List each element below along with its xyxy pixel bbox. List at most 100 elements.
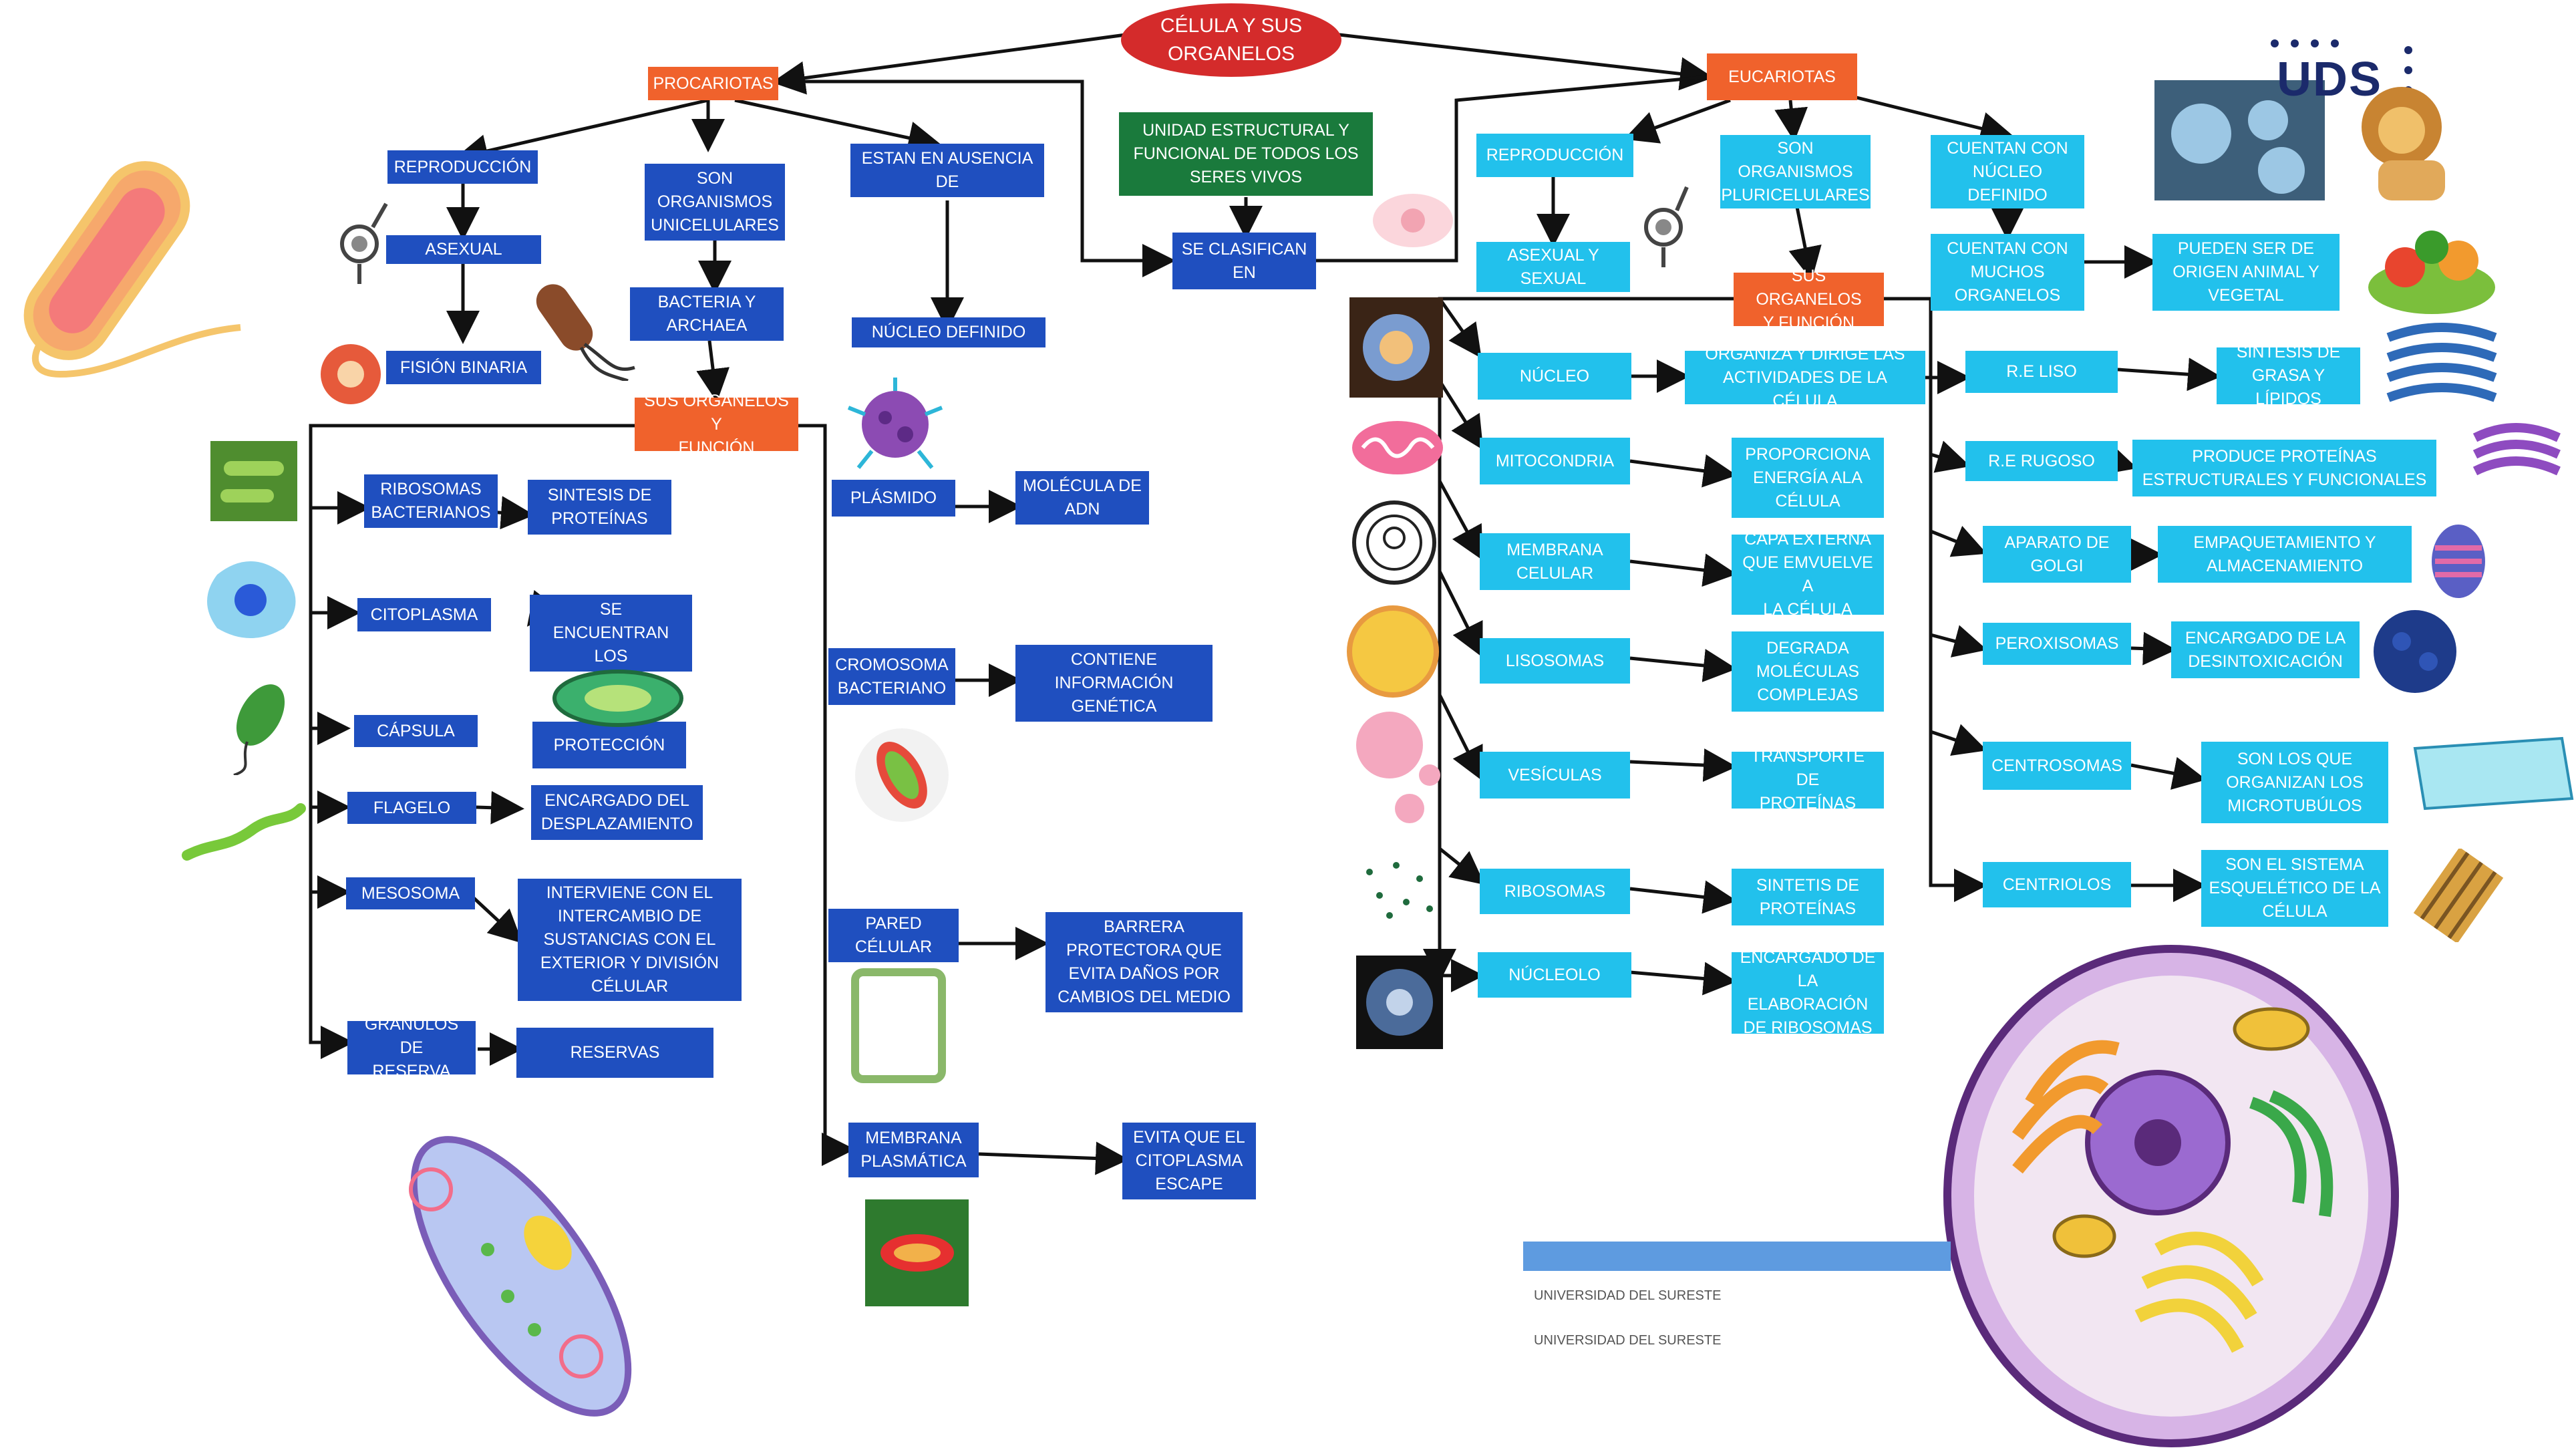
proc-pared-node: PARED CÉLULAR xyxy=(828,909,959,962)
euc-mitocondria-node: MITOCONDRIA xyxy=(1480,438,1630,484)
flagellated-bacterium-icon xyxy=(536,284,635,381)
plasmid-virus-icon xyxy=(847,378,943,469)
golgi-icon xyxy=(2472,423,2561,476)
euc-pluricelulares-node: SON ORGANISMOS PLURICELULARES xyxy=(1720,135,1871,208)
vesicle-icon xyxy=(1356,712,1440,823)
footer-line-1: UNIVERSIDAD DEL SURESTE xyxy=(1534,1288,1722,1303)
euc-vesiculas-func-node: TRANSPORTE DE PROTEÍNAS xyxy=(1732,747,1884,813)
endoplasmic-reticulum-icon xyxy=(2386,323,2497,402)
membrane-bacterium-icon xyxy=(865,1199,969,1306)
lysosome-icon xyxy=(1347,605,1439,698)
euc-centriolos-node: CENTRIOLOS xyxy=(1983,862,2131,907)
cells-photo-icon xyxy=(2154,80,2325,200)
euc-ribosomas-node: RIBOSOMAS xyxy=(1480,869,1630,914)
euc-golgi-func-node: EMPAQUETAMIENTO Y ALMACENAMIENTO xyxy=(2158,526,2412,583)
proc-asexual-node: ASEXUAL xyxy=(386,235,541,264)
bacterium-illustration xyxy=(23,161,241,378)
uds-logo xyxy=(2255,37,2428,130)
rough-er-icon xyxy=(2432,525,2485,598)
proc-plasmido-func-node: MOLÉCULA DE ADN xyxy=(1015,471,1149,525)
euc-nucleo-definido-node: CUENTAN CON NÚCLEO DEFINIDO xyxy=(1931,135,2084,208)
proc-flagelo-func-node: ENCARGADO DEL DESPLAZAMIENTO xyxy=(531,785,703,840)
proc-organelos-node: SUS ORGANELOS Y FUNCIÓN xyxy=(635,392,798,457)
proc-pared-func-node: BARRERA PROTECTORA QUE EVITA DAÑOS POR C… xyxy=(1045,912,1243,1012)
proc-citoplasma-func-node: LIQUIDO DONDE SE ENCUENTRAN LOS ORGANELO… xyxy=(530,577,692,689)
vegetables-icon xyxy=(2368,231,2495,314)
eucariotas-node: EUCARIOTAS xyxy=(1707,53,1857,100)
euc-asexual-node: ASEXUAL Y SEXUAL xyxy=(1476,242,1630,292)
euc-lisosomas-func-node: DEGRADA MOLÉCULAS COMPLEJAS xyxy=(1732,631,1884,712)
euc-centrosomas-func-node: SON LOS QUE ORGANIZAN LOS MICROTUBÚLOS xyxy=(2201,742,2388,823)
peroxisome-icon xyxy=(2374,610,2456,693)
euc-organelos-node: SUS ORGANELOS Y FUNCIÓN xyxy=(1734,267,1884,332)
eukaryote-cell-small-icon xyxy=(1373,194,1453,247)
proc-nucleo-definido-node: NÚCLEO DEFINIDO xyxy=(852,317,1045,347)
paramecium-illustration xyxy=(409,1136,632,1417)
microscope-icon xyxy=(340,202,388,284)
euc-lisosomas-node: LISOSOMAS xyxy=(1480,638,1630,684)
proc-mesosoma-func-node: INTERVIENE CON EL INTERCAMBIO DE SUSTANC… xyxy=(518,879,742,1001)
ribosome-icon xyxy=(1366,862,1433,919)
title-node: CÉLULA Y SUS ORGANELOS xyxy=(1121,3,1341,77)
animal-cell-illustration xyxy=(1943,945,2399,1447)
protection-cell-icon xyxy=(552,670,683,727)
proc-granulos-node: GRÁNULOS DE RESERVA xyxy=(347,1015,476,1080)
euc-vesiculas-node: VESÍCULAS xyxy=(1480,752,1630,799)
proc-capsula-func-node: PROTECCIÓN xyxy=(532,722,686,768)
cell-membrane-icon xyxy=(1352,500,1436,585)
chromosome-cell-icon xyxy=(855,728,949,822)
proc-membrana-node: MEMBRANA PLASMÁTICA xyxy=(848,1123,979,1177)
mitochondria-icon xyxy=(1352,421,1443,474)
microscope-icon-2 xyxy=(1644,186,1689,267)
euc-muchos-organelos-node: CUENTAN CON MUCHOS ORGANELOS xyxy=(1931,234,2084,311)
euc-nucleolo-func-node: ENCARGADO DE LA ELABORACIÓN DE RIBOSOMAS xyxy=(1732,948,1884,1037)
euc-membrana-func-node: CAPA EXTERNA QUE EMVUELVE A LA CÉLULA xyxy=(1732,530,1884,619)
procariotas-node: PROCARIOTAS xyxy=(648,67,778,100)
euc-origen-node: PUEDEN SER DE ORIGEN ANIMAL Y VEGETAL xyxy=(2152,234,2340,311)
cell-wall-icon xyxy=(851,968,946,1083)
euc-peroxisomas-func-node: ENCARGADO DE LA DESINTOXICACIÓN xyxy=(2171,621,2360,678)
euc-ribosomas-func-node: SINTETIS DE PROTEÍNAS xyxy=(1732,869,1884,925)
cytoplasm-cell-icon xyxy=(207,561,296,638)
footer-bar xyxy=(1523,1242,1951,1271)
euc-centriolos-func-node: SON EL SISTEMA ESQUELÉTICO DE LA CÉLULA xyxy=(2201,850,2388,927)
euc-centrosomas-node: CENTROSOMAS xyxy=(1983,742,2131,790)
euc-peroxisomas-node: PEROXISOMAS xyxy=(1983,623,2131,665)
nucleus-icon xyxy=(1349,297,1443,398)
proc-granulos-func-node: RESERVAS xyxy=(516,1028,713,1078)
proc-plasmido-node: PLÁSMIDO xyxy=(832,480,955,517)
euc-golgi-node: APARATO DE GOLGI xyxy=(1983,526,2131,583)
euc-re-rugoso-func-node: PRODUCE PROTEÍNAS ESTRUCTURALES Y FUNCIO… xyxy=(2132,440,2436,496)
euc-membrana-node: MEMBRANA CELULAR xyxy=(1480,533,1630,590)
euc-reproduccion-node: REPRODUCCIÓN xyxy=(1476,134,1633,177)
euc-re-liso-func-node: SÍNTESIS DE GRASA Y LÍPIDOS xyxy=(2217,343,2360,408)
proc-unicelulares-node: SON ORGANISMOS UNICELULARES xyxy=(645,164,785,241)
proc-flagelo-node: FLAGELO xyxy=(347,792,476,824)
proc-reproduccion-node: REPRODUCCIÓN xyxy=(387,150,538,184)
green-bacterium-icon xyxy=(233,684,285,775)
euc-nucleolo-node: NÚCLEOLO xyxy=(1478,952,1631,998)
proc-mesosoma-node: MESOSOMA xyxy=(346,877,475,909)
centriole-icon xyxy=(2413,849,2504,942)
euc-nucleo-node: NÚCLEO xyxy=(1478,353,1631,400)
proc-cromosoma-func-node: CONTIENE INFORMACIÓN GENÉTICA xyxy=(1015,645,1213,722)
proc-cromosoma-node: CROMOSOMA BACTERIANO xyxy=(828,648,955,705)
uds-logo-text: UDS xyxy=(2277,53,2383,106)
euc-mitocondria-func-node: PROPORCIONA ENERGÍA ALA CÉLULA xyxy=(1732,438,1884,518)
lion-icon xyxy=(2362,87,2445,200)
proc-bacteria-node: BACTERIA Y ARCHAEA xyxy=(630,287,784,341)
euc-nucleo-func-node: ORGANIZA Y DIRIGE LAS ACTIVIDADES DE LA … xyxy=(1685,345,1925,410)
footer-line-2: UNIVERSIDAD DEL SURESTE xyxy=(1534,1333,1722,1348)
unidad-estructural-node: UNIDAD ESTRUCTURAL Y FUNCIONAL DE TODOS … xyxy=(1119,112,1373,196)
proc-membrana-func-node: EVITA QUE EL CITOPLASMA ESCAPE xyxy=(1122,1123,1256,1199)
centrosome-icon xyxy=(2413,736,2574,811)
proc-ribosomas-node: RIBOSOMAS BACTERIANOS xyxy=(364,474,498,528)
proc-fision-node: FISIÓN BINARIA xyxy=(386,351,541,384)
proc-capsula-node: CÁPSULA xyxy=(354,715,478,747)
spiral-bacterium-icon xyxy=(182,803,306,861)
proc-ausencia-node: ESTAN EN AUSENCIA DE xyxy=(850,144,1044,197)
cell-dot-icon xyxy=(321,344,381,404)
proc-ribosomas-func-node: SINTESIS DE PROTEÍNAS xyxy=(528,480,671,535)
euc-re-liso-node: R.E LISO xyxy=(1965,351,2118,393)
euc-re-rugoso-node: R.E RUGOSO xyxy=(1965,441,2118,481)
